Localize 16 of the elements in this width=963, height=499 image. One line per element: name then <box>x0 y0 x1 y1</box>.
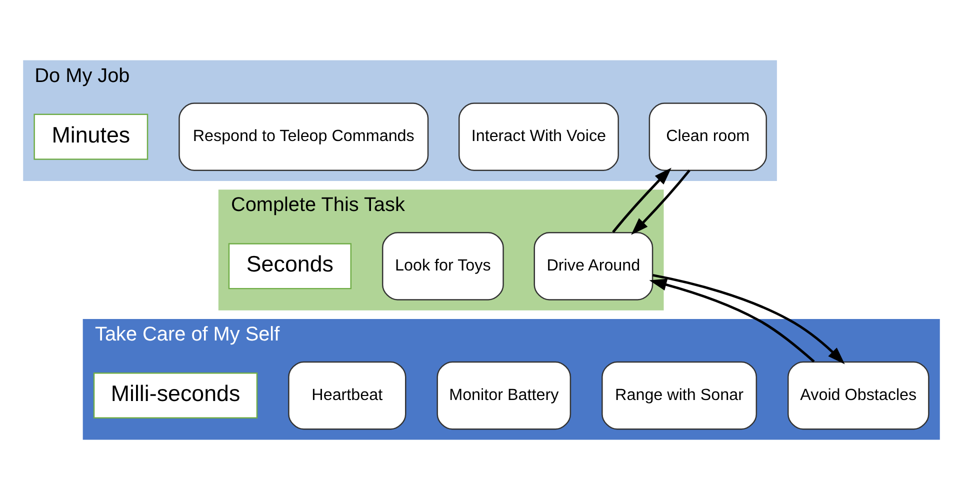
arrow <box>652 273 845 364</box>
node-box: Avoid Obstacles <box>788 360 930 430</box>
node-box: Range with Sonar <box>602 360 758 430</box>
node-box: Milli-seconds <box>93 372 258 418</box>
node-box: Minutes <box>34 113 148 160</box>
node-box: Seconds <box>228 242 352 289</box>
arrow <box>649 278 815 362</box>
node-box: Respond to Teleop Commands <box>178 102 429 171</box>
arrow <box>612 167 672 232</box>
node-box: Heartbeat <box>288 360 406 430</box>
node-box: Drive Around <box>534 231 654 300</box>
node-box: Interact With Voice <box>458 102 619 171</box>
node-box: Monitor Battery <box>436 360 572 430</box>
node-box: Clean room <box>648 102 767 171</box>
arrow <box>631 169 690 234</box>
node-box: Look for Toys <box>382 231 504 300</box>
